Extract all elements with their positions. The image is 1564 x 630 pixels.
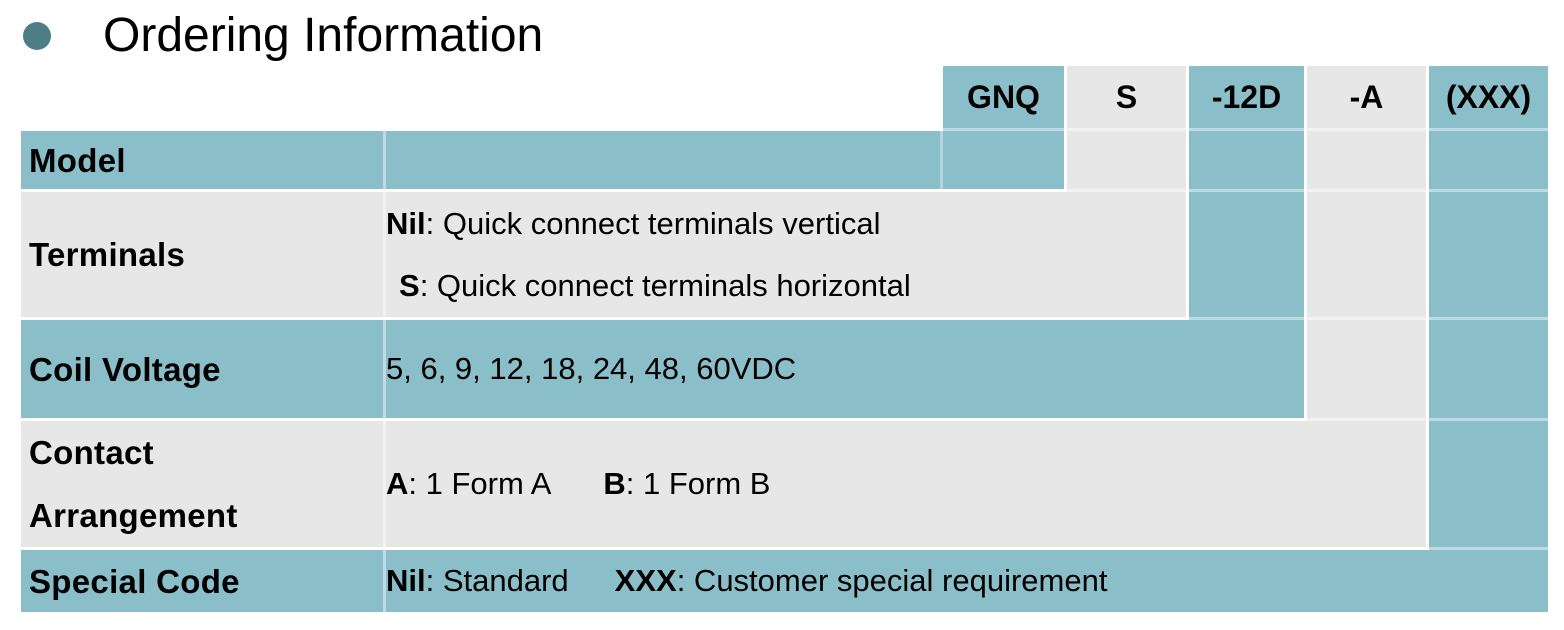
row-coil-voltage: Coil Voltage 5, 6, 9, 12, 18, 24, 48, 60…	[21, 320, 1304, 418]
code-part-contact-arrangement: -A	[1349, 79, 1384, 115]
code-part-model: GNQ	[967, 79, 1040, 115]
row-label-text: Special Code	[29, 562, 240, 600]
row-label-text-line2: Arrangement	[29, 497, 238, 534]
option-code: B	[603, 466, 626, 501]
terminals-option-s: S: Quick connect terminals horizontal	[386, 255, 1186, 317]
code-part-terminals: S	[1115, 79, 1138, 115]
row-terminals: Terminals Nil: Quick connect terminals v…	[21, 192, 1186, 317]
option-desc: : 1 Form B	[625, 466, 771, 501]
option-desc: : Customer special requirement	[676, 563, 1108, 598]
row-label-special-code: Special Code	[21, 550, 384, 612]
row-label-coil-voltage: Coil Voltage	[21, 320, 384, 418]
option-code: XXX	[614, 563, 677, 598]
option-code: A	[386, 466, 409, 501]
option-desc: : Standard	[425, 563, 569, 598]
option-code: Nil	[386, 205, 426, 241]
option-code: S	[399, 267, 420, 303]
code-part-coil-voltage: -12D	[1211, 79, 1282, 115]
row-special-code: Special Code Nil: Standard XXX: Customer …	[21, 550, 1548, 612]
row-desc-terminals: Nil: Quick connect terminals vertical S:…	[384, 192, 1186, 317]
special-code-options: Nil: Standard XXX: Customer special requi…	[386, 550, 1548, 612]
coil-voltage-values: 5, 6, 9, 12, 18, 24, 48, 60VDC	[386, 351, 797, 386]
row-model: Model	[21, 131, 943, 189]
row-desc-coil-voltage: 5, 6, 9, 12, 18, 24, 48, 60VDC	[384, 320, 1304, 418]
terminals-option-nil: Nil: Quick connect terminals vertical	[386, 193, 1186, 255]
row-label-model: Model	[21, 131, 384, 189]
row-label-contact-arrangement: Contact Arrangement	[21, 421, 384, 547]
code-part-special-code: (XXX)	[1445, 79, 1532, 115]
code-column-model: GNQ	[943, 66, 1064, 189]
row-label-text: Coil Voltage	[29, 350, 221, 388]
page-title: Ordering Information	[103, 9, 544, 62]
row-desc-model	[384, 131, 943, 189]
option-desc: : Quick connect terminals vertical	[425, 205, 881, 241]
option-code: Nil	[386, 563, 426, 598]
option-desc: : Quick connect terminals horizontal	[419, 267, 911, 303]
row-label-text-line1: Contact	[29, 434, 154, 471]
code-column-special-code: (XXX)	[1429, 66, 1548, 612]
row-desc-contact-arrangement: A: 1 Form A B: 1 Form B	[384, 421, 1426, 547]
row-label-text: Terminals	[29, 236, 186, 273]
option-desc: : 1 Form A	[408, 466, 552, 501]
row-label-text: Model	[29, 141, 126, 179]
contact-options: A: 1 Form A B: 1 Form B	[386, 453, 1426, 515]
section-bullet-icon	[23, 22, 51, 50]
row-label-terminals: Terminals	[21, 192, 384, 317]
row-desc-special-code: Nil: Standard XXX: Customer special requi…	[384, 550, 1548, 612]
row-contact-arrangement: Contact Arrangement A: 1 Form A B: 1 Form…	[21, 421, 1426, 547]
